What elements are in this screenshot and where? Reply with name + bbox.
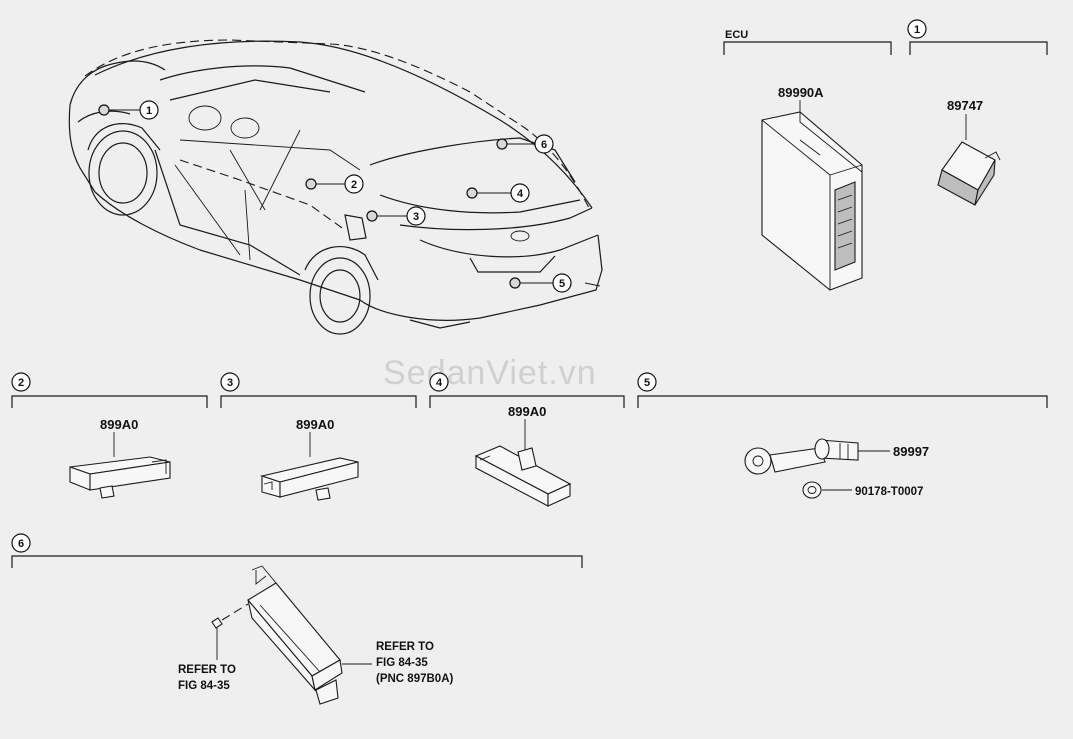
section-1: 1 89747 [907, 19, 1048, 206]
section-ecu: ECU 89990A [723, 29, 892, 291]
section-2-index: 2 [18, 377, 24, 389]
section-2-part-number: 899A0 [100, 417, 138, 432]
module-897b0a [247, 565, 343, 705]
antenna-899a0-c [474, 445, 572, 507]
callout-4-label: 4 [517, 188, 524, 200]
section-5-part-number-bolt: 90178-T0007 [855, 486, 923, 498]
section-1-part-number: 89747 [947, 98, 983, 113]
ref-left-line-1: REFER TO [178, 664, 236, 676]
section-3: 3 899A0 [220, 372, 417, 501]
callout-1: 1 [98, 100, 159, 120]
callout-4: 4 [466, 183, 530, 203]
callouts: 1 2 3 4 5 6 [98, 100, 572, 293]
section-4-index: 4 [436, 377, 443, 389]
section-6-index: 6 [18, 538, 24, 550]
section-6: 6 REFER TO FIG 84-35 REFER TO FIG 84-35 … [11, 533, 583, 705]
section-2: 2 899A0 [11, 372, 208, 499]
clip-fastener [211, 603, 249, 636]
section-5: 5 89997 90178-T0007 [637, 372, 1048, 499]
callout-5-label: 5 [559, 278, 565, 290]
section-4: 4 899A0 [429, 372, 625, 507]
antenna-899a0-a [69, 456, 171, 499]
section-4-part-number: 899A0 [508, 404, 546, 419]
callout-3: 3 [366, 206, 426, 226]
section-5-index: 5 [644, 377, 650, 389]
module-89747 [937, 141, 1001, 206]
car-illustration [68, 39, 603, 335]
sensor-89997 [744, 438, 859, 475]
callout-2: 2 [305, 174, 364, 194]
ref-right-line-3: (PNC 897B0A) [376, 673, 453, 685]
bolt-90178-t0007 [802, 481, 822, 499]
watermark: SedanViet.vn [383, 354, 597, 392]
callout-3-label: 3 [413, 211, 419, 223]
ref-right-line-1: REFER TO [376, 641, 434, 653]
section-1-index: 1 [914, 24, 920, 36]
section-3-part-number: 899A0 [296, 417, 334, 432]
ref-left-line-2: FIG 84-35 [178, 680, 230, 692]
section-3-index: 3 [227, 377, 233, 389]
callout-5: 5 [509, 273, 572, 293]
ecu-part-number: 89990A [778, 85, 824, 100]
antenna-899a0-b [259, 457, 359, 501]
callout-1-label: 1 [146, 105, 152, 117]
ecu-title: ECU [725, 29, 748, 41]
callout-6-label: 6 [541, 139, 547, 151]
callout-2-label: 2 [351, 179, 357, 191]
callout-6: 6 [496, 134, 554, 154]
section-5-part-number-sensor: 89997 [893, 444, 929, 459]
ref-right-line-2: FIG 84-35 [376, 657, 428, 669]
ecu-unit [761, 111, 863, 291]
